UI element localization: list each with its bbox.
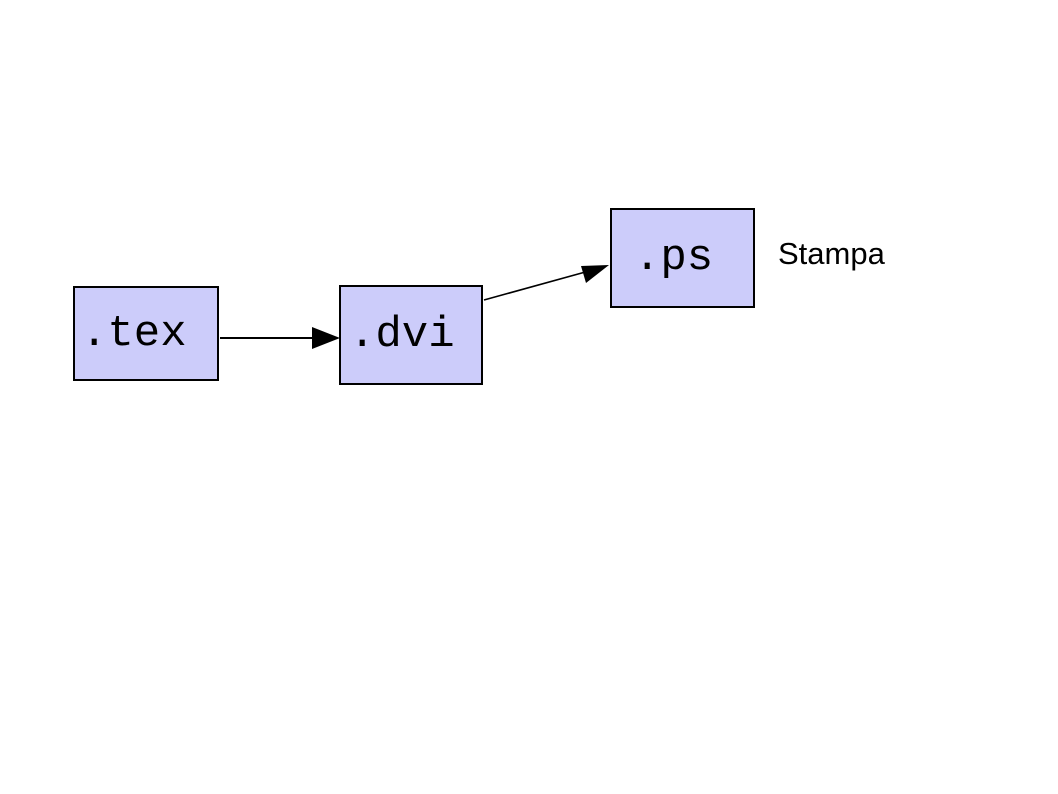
- node-ps-label: .ps: [634, 233, 714, 283]
- node-tex[interactable]: .tex: [73, 286, 219, 381]
- node-ps[interactable]: .ps: [610, 208, 755, 308]
- edge-dvi-to-ps-line: [483, 270, 590, 301]
- edge-tex-to-dvi-arrowhead: [312, 327, 340, 349]
- node-dvi[interactable]: .dvi: [339, 285, 483, 385]
- annotation-stampa: Stampa: [778, 236, 885, 271]
- edge-dvi-to-ps: [483, 265, 609, 301]
- node-tex-label: .tex: [81, 308, 187, 359]
- node-dvi-label: .dvi: [349, 310, 455, 360]
- edge-dvi-to-ps-arrowhead: [581, 265, 609, 283]
- edge-tex-to-dvi: [220, 327, 340, 349]
